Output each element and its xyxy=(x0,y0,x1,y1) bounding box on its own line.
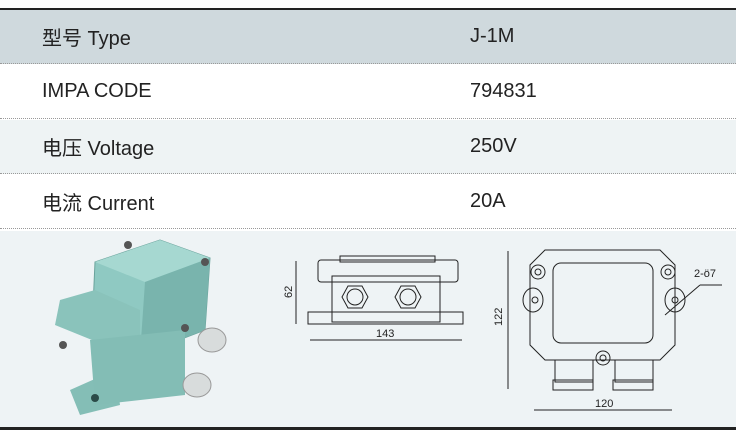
side-height-dim: 62 xyxy=(283,286,295,298)
side-view-drawing xyxy=(295,255,464,341)
side-width-dim: 143 xyxy=(376,328,394,340)
spec-row-voltage: 电压 Voltage 250V xyxy=(0,120,736,174)
top-width-dim: 120 xyxy=(595,398,613,410)
junction-box-photo xyxy=(55,239,227,415)
spec-value: 250V xyxy=(470,135,517,157)
spec-row-type: 型号 Type J-1M xyxy=(0,10,736,64)
bottom-rule xyxy=(0,427,736,430)
spec-value: 794831 xyxy=(470,80,537,102)
spec-label: IMPA CODE xyxy=(42,80,152,102)
top-rule xyxy=(0,8,736,10)
top-view-drawing xyxy=(507,249,722,411)
spec-label: 电压 Voltage xyxy=(42,138,155,160)
spec-label: 型号 Type xyxy=(42,28,131,50)
spec-row-impa: IMPA CODE 794831 xyxy=(0,65,736,119)
top-height-dim: 122 xyxy=(493,308,505,326)
spec-value: 20A xyxy=(470,190,506,212)
product-images: 62 143 122 120 2-ö7 xyxy=(0,231,736,427)
spec-row-current: 电流 Current 20A xyxy=(0,175,736,229)
spec-value: J-1M xyxy=(470,25,515,47)
spec-label: 电流 Current xyxy=(42,193,155,215)
product-illustrations: 62 143 122 120 2-ö7 xyxy=(55,239,722,415)
hole-note: 2-ö7 xyxy=(694,268,716,280)
